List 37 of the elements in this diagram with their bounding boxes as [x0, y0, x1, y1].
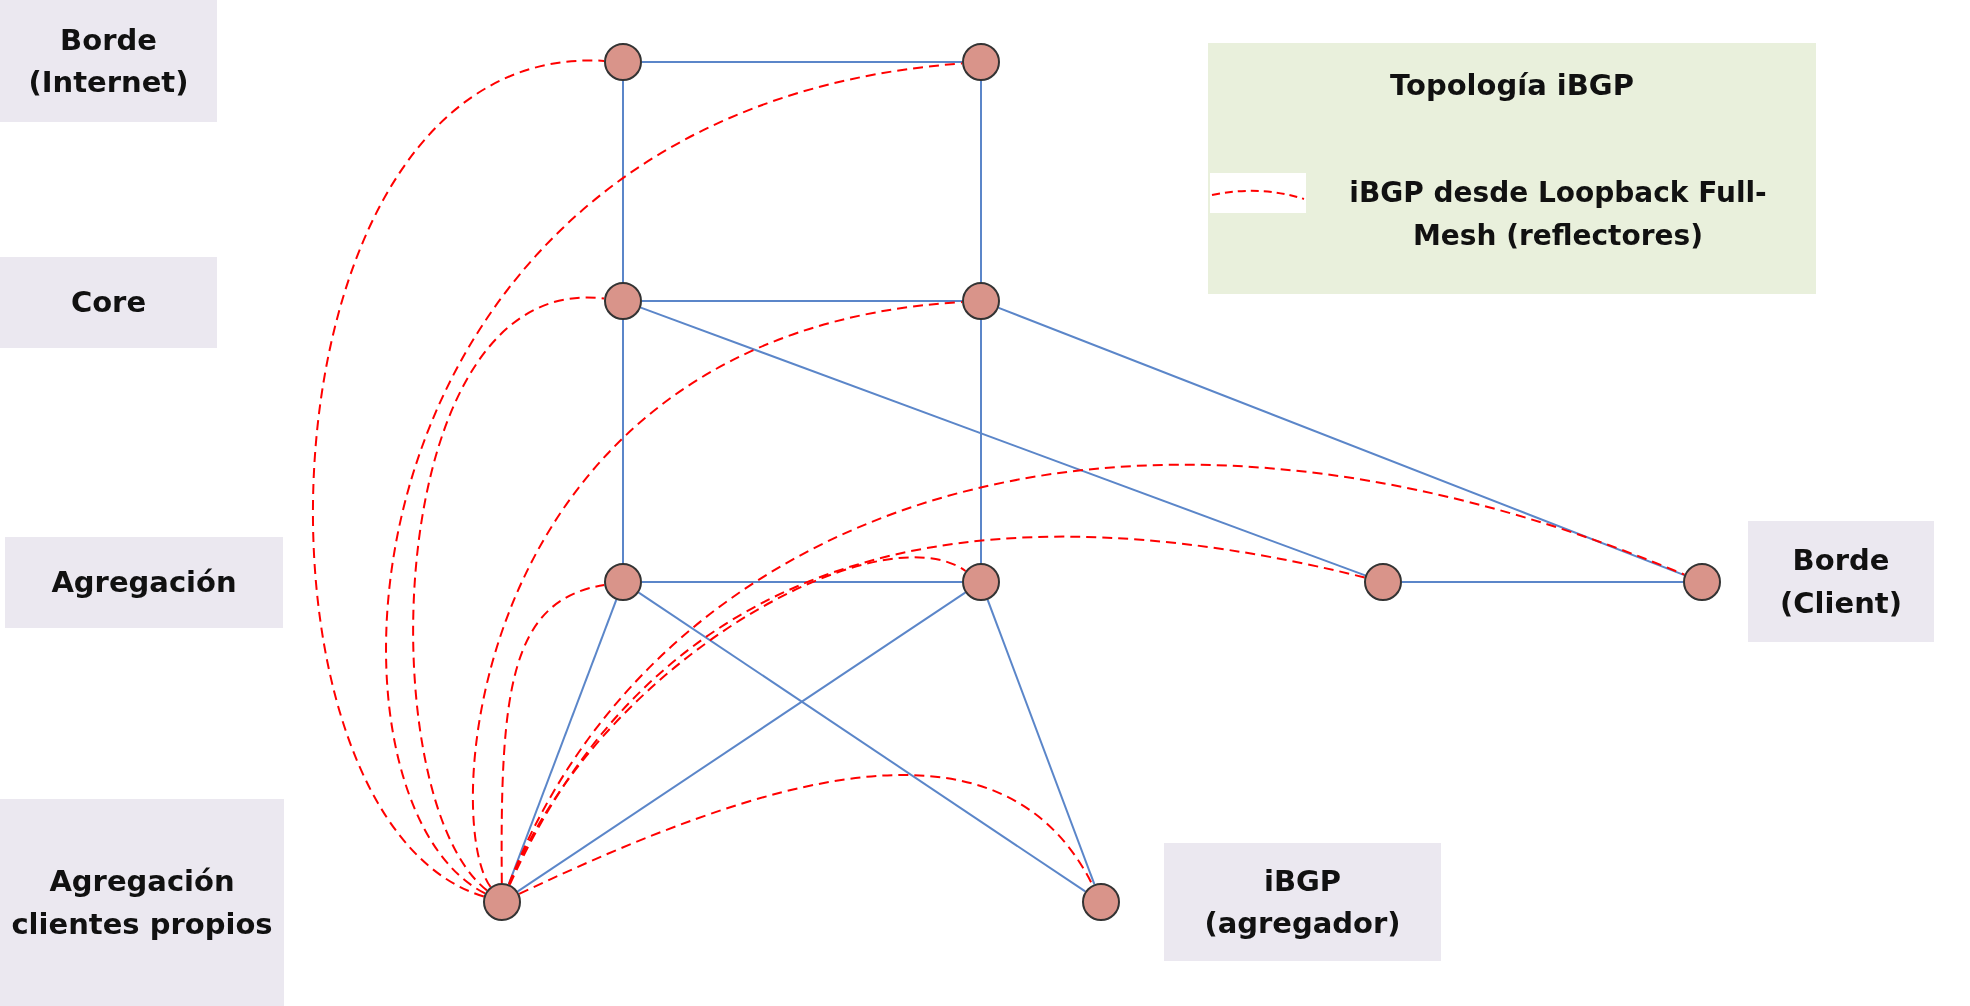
router-node [962, 282, 1000, 320]
legend-text: iBGP desde Loopback Full-Mesh (reflectores) [1348, 175, 1768, 255]
link-line [641, 61, 963, 63]
link-line [622, 80, 624, 283]
link-line [637, 591, 1087, 893]
router-node [1082, 883, 1120, 921]
layer-label-box: Agregación [5, 537, 283, 628]
router-node [962, 563, 1000, 601]
link-line [1401, 581, 1684, 583]
link-line [641, 300, 963, 302]
ibgp-session-line [385, 62, 964, 895]
link-line [980, 80, 982, 283]
router-node [604, 563, 642, 601]
layer-label-box: iBGP (agregador) [1164, 843, 1441, 961]
link-line [986, 598, 1096, 886]
layer-label-box: Borde (Client) [1748, 521, 1934, 642]
link-line [641, 581, 963, 583]
legend-title: Topología iBGP [1389, 68, 1635, 102]
ibgp-session-line [472, 301, 964, 888]
router-node [1364, 563, 1402, 601]
router-node [962, 43, 1000, 81]
layer-label-box: Borde (Internet) [0, 0, 217, 122]
ibgp-session-line [500, 584, 606, 884]
router-node [604, 282, 642, 320]
router-node [1683, 563, 1721, 601]
ibgp-session-line [508, 536, 1366, 886]
router-node [483, 883, 521, 921]
ibgp-session-line [312, 59, 606, 898]
layer-label-box: Agregación clientes propios [0, 799, 284, 1006]
ibgp-session-line [518, 774, 1094, 895]
link-line [639, 306, 1367, 577]
link-line [980, 319, 982, 564]
link-line [622, 319, 624, 564]
ibgp-session-line [507, 464, 1686, 886]
ibgp-session-line [412, 297, 606, 892]
layer-label-box: Core [0, 257, 217, 348]
router-node [604, 43, 642, 81]
